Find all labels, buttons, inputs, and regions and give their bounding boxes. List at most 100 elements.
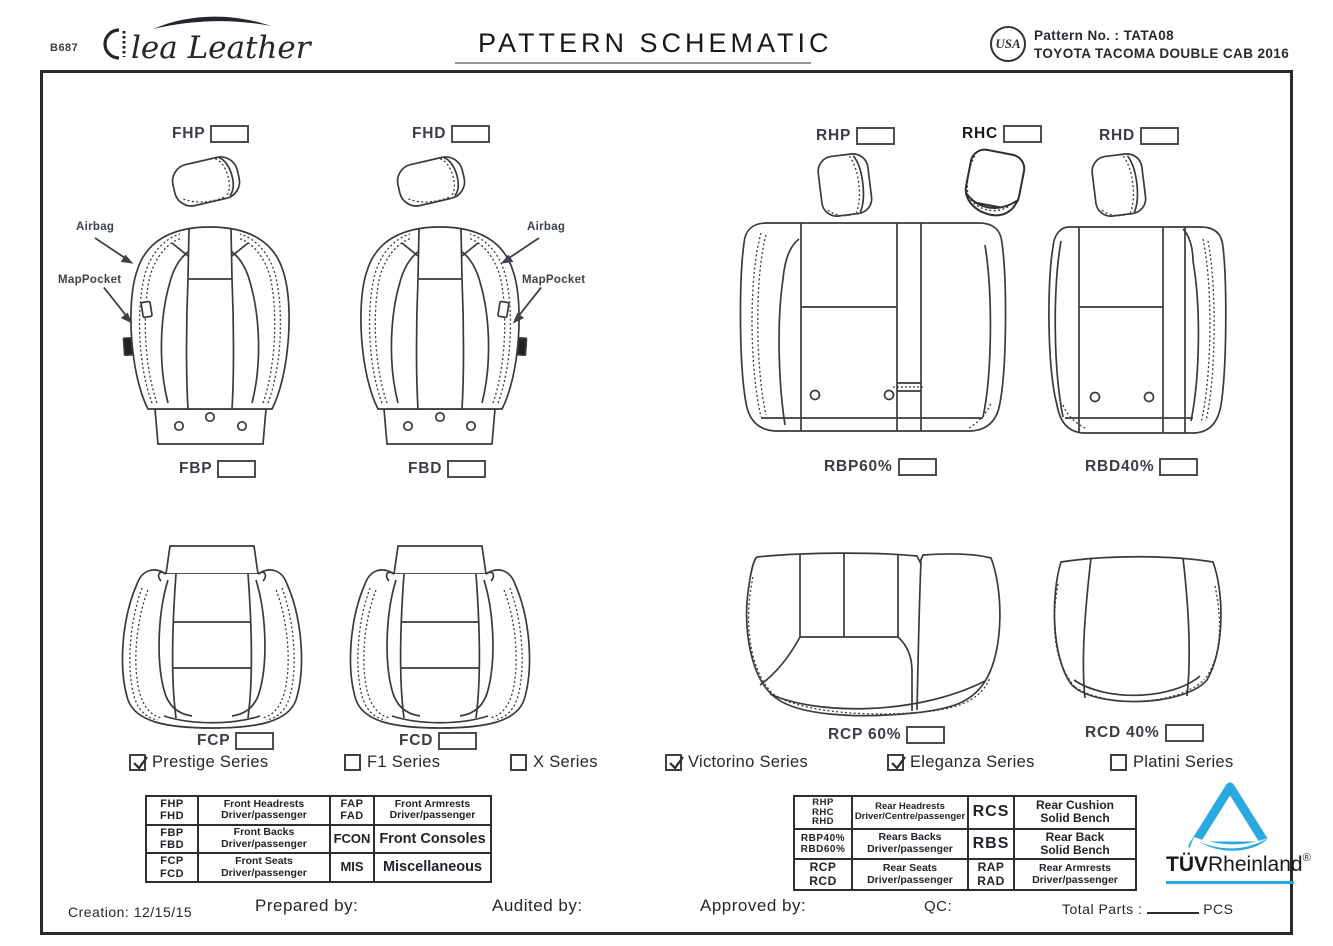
part-code-rhc: RHC — [962, 125, 998, 142]
tuv-rheinland-logo: TÜVRheinland® — [1166, 780, 1311, 884]
arrow-icon — [505, 286, 550, 324]
rear-back-60-drawing — [739, 222, 1007, 432]
checkbox-platini-series[interactable] — [1110, 754, 1127, 771]
part-code-fcd: FCD — [399, 732, 434, 749]
legend-cell: FHP FHD — [145, 795, 199, 826]
part-code-rhp: RHP — [816, 127, 852, 144]
legend-cell: RHP RHC RHD — [793, 795, 853, 830]
qc-label: QC: — [924, 898, 953, 915]
checkbox-x-series[interactable] — [510, 754, 527, 771]
series-option-x: X Series — [510, 753, 598, 772]
document-code: B687 — [50, 42, 79, 54]
part-label-rcd40: RCD 40% — [1085, 724, 1204, 742]
qty-box-rbd40[interactable] — [1159, 458, 1199, 476]
legend-cell: Front Headrests Driver/passenger — [197, 795, 331, 826]
legend-cell: Miscellaneous — [373, 852, 492, 883]
checkbox-victorino-series[interactable] — [665, 754, 684, 771]
qty-box-rhc[interactable] — [1002, 125, 1042, 143]
arrow-icon — [95, 286, 140, 324]
legend-cell: FAP FAD — [329, 795, 375, 826]
part-code-rbp60: RBP60% — [824, 458, 893, 475]
qty-box-fbd[interactable] — [447, 460, 487, 478]
part-code-rbd40: RBD40% — [1085, 458, 1155, 475]
map-pocket-label-right: MapPocket — [522, 274, 586, 286]
legend-cell: Rear Back Solid Bench — [1013, 827, 1137, 861]
qty-box-fhd[interactable] — [451, 125, 491, 143]
front-cushion-passenger-drawing — [349, 545, 531, 729]
rear-headrest-driver-drawing — [815, 151, 875, 220]
series-label: Prestige Series — [152, 753, 269, 771]
pattern-meta: Pattern No. : TATA08 TOYOTA TACOMA DOUBL… — [1034, 27, 1289, 63]
svg-text:lea Leather: lea Leather — [131, 30, 313, 66]
brand-logo: lea Leather — [95, 14, 313, 71]
part-label-fbd: FBD — [408, 460, 487, 478]
approved-by-label: Approved by: — [700, 896, 807, 915]
checkbox-eleganza-series[interactable] — [887, 754, 906, 771]
legend-cell: Front Seats Driver/passenger — [197, 852, 331, 883]
legend-cell: RAP RAD — [967, 858, 1015, 892]
arrow-icon — [501, 237, 540, 264]
legend-cell: FBP FBD — [145, 823, 199, 855]
creation-date: Creation: 12/15/15 — [68, 904, 193, 920]
checkbox-prestige-series[interactable] — [129, 754, 148, 771]
series-label: Eleganza Series — [910, 753, 1035, 771]
front-back-driver-drawing — [122, 226, 290, 445]
schematic-frame — [40, 70, 1293, 935]
qty-box-fcd[interactable] — [438, 732, 478, 750]
legend-cell: Front Backs Driver/passenger — [197, 823, 331, 855]
brand-logo-icon: lea Leather — [103, 16, 313, 66]
legend-cell: Rear Armrests Driver/passenger — [1013, 858, 1137, 892]
qty-box-rbp60[interactable] — [897, 458, 937, 476]
part-label-rhc: RHC — [962, 125, 1042, 143]
part-label-fbp: FBP — [179, 460, 257, 478]
series-label: Platini Series — [1133, 753, 1234, 771]
qty-box-fhp[interactable] — [210, 125, 250, 143]
legend-table-rear: RHP RHC RHD Rear Headrests Driver/Centre… — [793, 795, 1137, 892]
series-label: F1 Series — [367, 753, 441, 771]
part-code-fbd: FBD — [408, 460, 443, 477]
checkbox-f1-series[interactable] — [344, 754, 361, 771]
front-headrest-driver-drawing — [168, 152, 244, 211]
legend-cell: Front Consoles — [373, 823, 492, 855]
legend-cell: Rear Headrests Driver/Centre/passenger — [851, 795, 969, 830]
qty-box-rcp60[interactable] — [906, 726, 946, 744]
check-icon — [891, 756, 906, 770]
part-label-rbp60: RBP60% — [824, 458, 937, 476]
qty-box-rcd40[interactable] — [1164, 724, 1204, 742]
part-code-fhp: FHP — [172, 125, 206, 142]
part-code-fcp: FCP — [197, 732, 231, 749]
registered-mark: ® — [1302, 852, 1311, 864]
tuv-wordmark: TÜVRheinland® — [1166, 852, 1311, 876]
total-parts: Total Parts : PCS — [1062, 901, 1234, 917]
series-label: Victorino Series — [688, 753, 809, 771]
page-title: PATTERN SCHEMATIC — [478, 28, 833, 58]
check-icon — [669, 756, 684, 770]
qty-box-rhp[interactable] — [856, 127, 896, 145]
legend-cell: RBS — [967, 827, 1015, 861]
legend-table-front: FHP FHD Front Headrests Driver/passenger… — [145, 795, 492, 883]
series-option-f1: F1 Series — [344, 753, 440, 772]
vehicle-name: TOYOTA TACOMA DOUBLE CAB 2016 — [1034, 46, 1290, 62]
rear-cushion-60-drawing — [745, 552, 1001, 717]
tuv-triangle-icon — [1188, 782, 1272, 852]
usa-badge-icon: USA — [990, 26, 1026, 62]
part-code-rcp60: RCP 60% — [828, 726, 902, 743]
part-label-rbd40: RBD40% — [1085, 458, 1199, 476]
audited-by-label: Audited by: — [492, 896, 583, 915]
total-parts-label: Total Parts : — [1062, 901, 1143, 917]
part-code-fbp: FBP — [179, 460, 213, 477]
qty-box-fcp[interactable] — [235, 732, 275, 750]
pattern-number: Pattern No. : TATA08 — [1034, 28, 1175, 43]
part-label-fcd: FCD — [399, 732, 478, 750]
qty-box-rhd[interactable] — [1139, 127, 1179, 145]
total-parts-blank-field[interactable] — [1146, 901, 1199, 914]
legend-cell: RCP RCD — [793, 858, 853, 892]
title-underline — [455, 62, 811, 64]
series-option-prestige: Prestige Series — [129, 753, 268, 772]
prepared-by-label: Prepared by: — [255, 896, 359, 915]
front-headrest-passenger-drawing — [393, 152, 469, 211]
part-label-fcp: FCP — [197, 732, 275, 750]
qty-box-fbp[interactable] — [217, 460, 257, 478]
legend-cell: FCON — [329, 823, 375, 855]
part-code-rcd40: RCD 40% — [1085, 724, 1160, 741]
